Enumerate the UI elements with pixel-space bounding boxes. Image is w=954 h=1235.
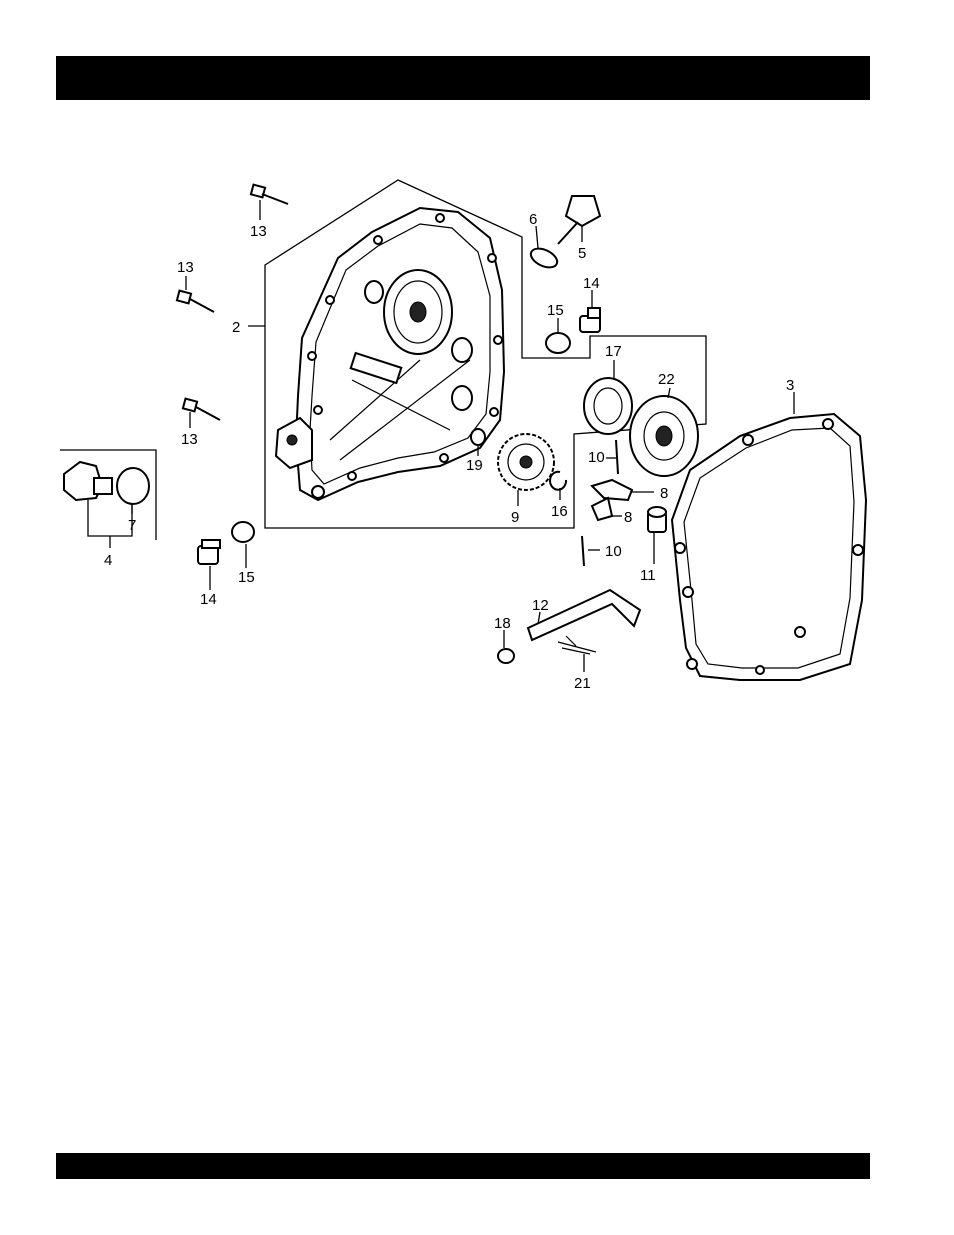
callout-13-lower: 13 xyxy=(181,431,198,448)
flange-bolt-top xyxy=(251,185,288,204)
drain-bolt-right xyxy=(580,308,600,332)
callout-11: 11 xyxy=(640,567,656,584)
callout-2: 2 xyxy=(232,319,240,336)
retaining-clip xyxy=(550,472,566,490)
drain-bolt-left xyxy=(198,540,220,564)
oil-filler-cap xyxy=(64,462,112,500)
gasket xyxy=(672,414,866,680)
callout-16: 16 xyxy=(551,503,568,520)
governor-weight-upper xyxy=(592,480,632,500)
governor-weight-lower xyxy=(592,498,612,520)
callout-7: 7 xyxy=(128,517,136,534)
oil-seal xyxy=(584,378,632,434)
governor-holder xyxy=(648,507,666,532)
callout-12: 12 xyxy=(532,597,549,614)
callout-14-right: 14 xyxy=(583,275,600,292)
callout-13-top: 13 xyxy=(250,223,267,240)
callout-22: 22 xyxy=(658,371,675,388)
flange-bolt-lower xyxy=(183,399,220,420)
sealing-washer xyxy=(528,245,560,271)
callout-13-middle: 13 xyxy=(177,259,194,276)
flange-bolt-middle xyxy=(177,291,214,312)
callout-8-upper: 8 xyxy=(660,485,668,502)
drain-washer-left xyxy=(232,522,254,542)
callout-17: 17 xyxy=(605,343,622,360)
thrust-washer xyxy=(471,429,485,445)
callout-14-left: 14 xyxy=(200,591,217,608)
callout-10-upper: 10 xyxy=(588,449,605,466)
callout-4: 4 xyxy=(104,552,112,569)
o-ring xyxy=(117,468,149,504)
arm-washer xyxy=(498,649,514,663)
callout-3: 3 xyxy=(786,377,794,394)
callout-10-lower: 10 xyxy=(605,543,622,560)
radial-ball-bearing xyxy=(630,396,698,476)
callout-6: 6 xyxy=(529,211,537,228)
callout-18: 18 xyxy=(494,615,511,632)
callout-15-right: 15 xyxy=(547,302,564,319)
callout-15-left: 15 xyxy=(238,569,255,586)
drain-washer-right xyxy=(546,333,570,353)
governor-pin-lower xyxy=(582,536,584,566)
hair-pin-clip xyxy=(558,636,596,654)
callout-19: 19 xyxy=(466,457,483,474)
callout-9: 9 xyxy=(511,509,519,526)
callout-8-lower: 8 xyxy=(624,509,632,526)
oil-level-switch xyxy=(558,196,600,244)
governor-pin-upper xyxy=(616,440,618,474)
callout-5: 5 xyxy=(578,245,586,262)
footer-bar xyxy=(56,1153,870,1179)
callout-21: 21 xyxy=(574,675,591,692)
governor-gear xyxy=(498,434,554,490)
